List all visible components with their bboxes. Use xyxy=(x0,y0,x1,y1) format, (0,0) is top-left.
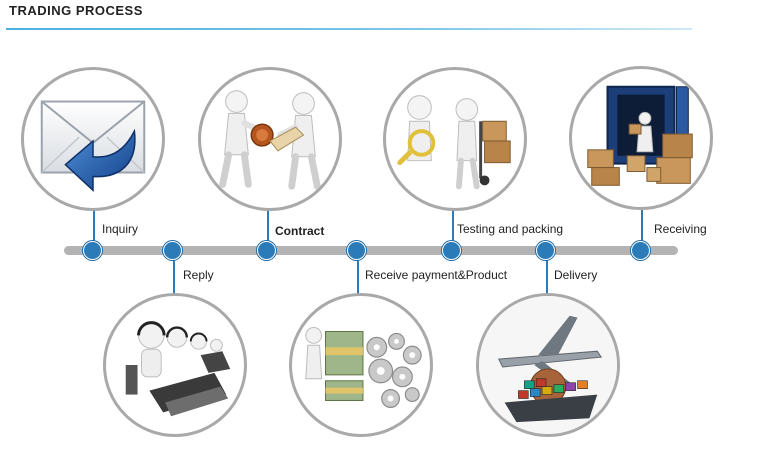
receiving-label: Receiving xyxy=(654,222,707,236)
receive-payment-connector xyxy=(357,253,359,296)
testing-packing-node xyxy=(442,241,461,260)
receiving-image xyxy=(569,66,713,210)
envelope-arrow-icon xyxy=(40,100,146,192)
reply-connector xyxy=(173,253,175,296)
magnifier-boxes-icon xyxy=(397,95,511,190)
inquiry-label: Inquiry xyxy=(102,222,139,236)
contract-image xyxy=(198,67,342,211)
handshake-contract-icon xyxy=(219,90,321,190)
inquiry-node xyxy=(83,241,102,260)
receiving-connector xyxy=(641,207,643,248)
plane-ship-icon xyxy=(479,296,617,434)
testing-packing-image xyxy=(383,67,527,211)
delivery-image xyxy=(476,293,620,437)
receive-payment-label: Receive payment&Product xyxy=(365,268,508,282)
delivery-node xyxy=(536,241,555,260)
delivery-connector xyxy=(546,253,548,296)
delivery-label: Delivery xyxy=(554,268,598,282)
header: TRADING PROCESS xyxy=(6,0,692,31)
contract-connector xyxy=(267,207,269,248)
reply-node xyxy=(163,241,182,260)
testing-packing-connector xyxy=(452,207,454,248)
timeline-bar xyxy=(64,246,678,255)
receive-payment-image xyxy=(289,293,433,437)
money-gears-icon xyxy=(305,327,422,408)
inquiry-image xyxy=(21,67,165,211)
header-divider xyxy=(6,28,692,30)
testing-packing-label: Testing and packing xyxy=(457,222,564,236)
reply-image xyxy=(103,293,247,437)
page-title: TRADING PROCESS xyxy=(9,3,143,18)
receive-payment-node xyxy=(347,241,366,260)
reply-label: Reply xyxy=(183,268,214,282)
receiving-node xyxy=(631,241,650,260)
contract-node xyxy=(257,241,276,260)
call-center-icon xyxy=(125,321,231,417)
inquiry-connector xyxy=(93,207,95,248)
container-boxes-icon xyxy=(587,85,693,186)
contract-label: Contract xyxy=(275,224,325,238)
